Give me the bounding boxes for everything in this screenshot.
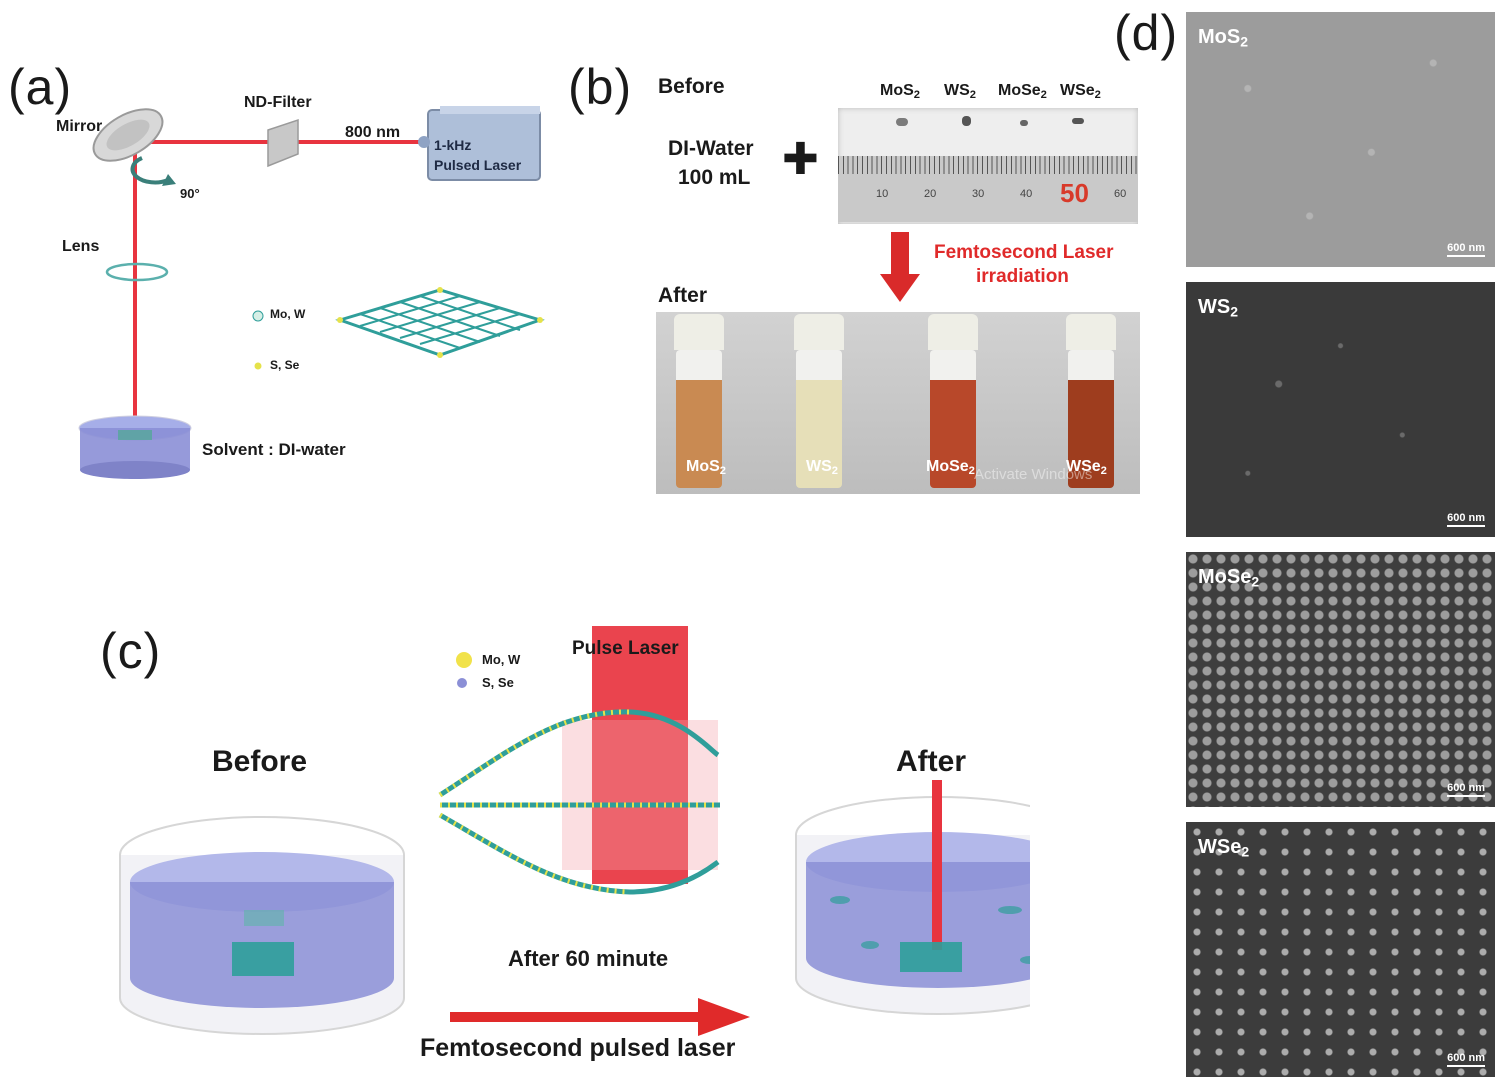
before-beaker-icon (119, 816, 405, 1035)
time-label: After 60 minute (508, 946, 669, 971)
legend-chalc-label-c: S, Se (482, 675, 514, 690)
after-beaker-icon (795, 780, 1030, 1015)
legend-metal-label: Mo, W (270, 307, 306, 321)
scale-bar-mose2: 600 nm (1447, 782, 1485, 797)
right-arrow-icon (450, 998, 750, 1036)
laser-beam (932, 780, 942, 950)
sem-image-wse2: WSe2 600 nm (1186, 822, 1495, 1077)
after-label-c: After (896, 745, 967, 778)
mirror-icon (92, 108, 164, 162)
lens-label: Lens (62, 238, 100, 255)
legend-metal-dot (252, 310, 264, 322)
panel-a-label: (a) (8, 59, 73, 115)
laser-label-line2: Pulsed Laser (434, 157, 522, 173)
before-label-c: Before (212, 745, 308, 778)
vial-wse2 (1068, 350, 1114, 488)
sem-image-mose2: MoSe2 600 nm (1186, 552, 1495, 807)
nd-filter-label: ND-Filter (244, 94, 312, 111)
powder-label-wse2: WSe2 (1060, 82, 1101, 101)
vial-label-ws2: WS2 (806, 458, 839, 477)
legend-metal-label-c: Mo, W (482, 652, 521, 667)
vial-cap (1066, 314, 1116, 350)
legend-chalc-dot (254, 362, 262, 370)
exfoliating-layers-icon (438, 709, 720, 895)
crystal-lattice-icon (335, 287, 545, 358)
scale-bar-wse2: 600 nm (1447, 1052, 1485, 1067)
watermark-text: Activate Windows (974, 466, 1093, 483)
vial-label-wse2: WSe2 (1066, 458, 1107, 477)
process-label: Femtosecond pulsed laser (420, 1034, 736, 1062)
water-label-line1: DI-Water (668, 137, 754, 160)
before-label: Before (658, 75, 725, 98)
solvent-label: Solvent : DI-water (202, 440, 346, 459)
powder-label-ws2: WS2 (944, 82, 977, 101)
powder-label-mos2: MoS2 (880, 82, 921, 101)
vial-ws2 (796, 350, 842, 488)
powder-sample-mose2 (1020, 120, 1028, 126)
ruler: 10 20 30 40 50 60 (838, 156, 1138, 222)
panel-b-label: (b) (568, 59, 633, 115)
vial-mose2 (930, 350, 976, 488)
sem-title-ws2: WS2 (1198, 296, 1239, 320)
exfoliation-diagram (119, 626, 1030, 1036)
sem-image-mos2: MoS2 600 nm (1186, 12, 1495, 267)
ruler-photo: 10 20 30 40 50 60 (838, 108, 1138, 224)
powder-sample-ws2 (962, 116, 971, 126)
beaker-icon (78, 415, 192, 479)
wavelength-label: 800 nm (345, 124, 401, 141)
vial-label-mos2: MoS2 (686, 458, 727, 477)
rotation-arrow-icon (130, 156, 169, 185)
scale-bar-ws2: 600 nm (1447, 512, 1485, 527)
irradiation-label-line1: Femtosecond Laser (934, 242, 1114, 263)
sem-title-mos2: MoS2 (1198, 26, 1249, 50)
nd-filter-icon (267, 118, 299, 168)
vial-cap (928, 314, 978, 350)
irradiation-label-line2: irradiation (976, 266, 1069, 287)
laser-setup-diagram (78, 106, 545, 479)
vial-cap (674, 314, 724, 350)
vial-cap (794, 314, 844, 350)
pulse-laser-column (592, 626, 688, 884)
vials-photo: MoS2 WS2 MoSe2 WSe2 Activate Windows (656, 312, 1140, 494)
scale-bar-mos2: 600 nm (1447, 242, 1485, 257)
pulse-laser-label: Pulse Laser (572, 638, 679, 659)
laser-source-icon (418, 106, 541, 181)
down-arrow-icon (880, 232, 920, 302)
panel-d-label: (d) (1114, 5, 1179, 61)
vial-mos2 (676, 350, 722, 488)
legend-metal-dot (456, 652, 472, 668)
sem-title-wse2: WSe2 (1198, 836, 1250, 860)
lens-icon (105, 262, 169, 282)
after-label: After (658, 284, 708, 307)
water-label-line2: 100 mL (678, 166, 751, 189)
sem-image-ws2: WS2 600 nm (1186, 282, 1495, 537)
legend-chalc-dot (457, 678, 467, 688)
powder-sample-mos2 (896, 118, 908, 126)
powder-sample-wse2 (1072, 118, 1084, 124)
panel-c-label: (c) (100, 623, 162, 679)
plus-icon: ✚ (782, 135, 819, 184)
powder-label-mose2: MoSe2 (998, 82, 1047, 101)
mirror-label: Mirror (56, 118, 103, 135)
vial-label-mose2: MoSe2 (926, 458, 975, 477)
laser-label-line1: 1-kHz (434, 137, 472, 153)
angle-label: 90° (180, 186, 200, 201)
sem-title-mose2: MoSe2 (1198, 566, 1260, 590)
legend-chalc-label: S, Se (270, 358, 300, 372)
